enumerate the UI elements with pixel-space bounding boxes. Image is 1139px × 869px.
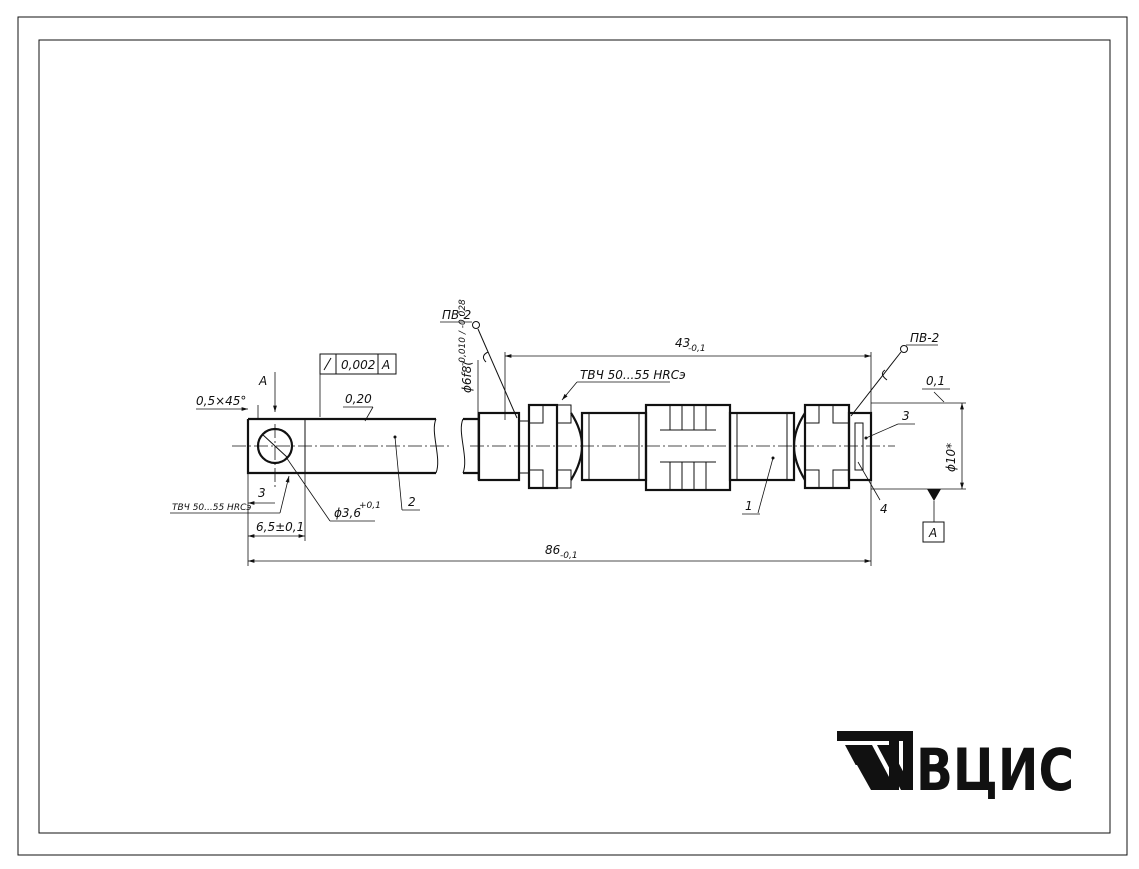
hardening-left-label: ТВЧ 50...55 HRCэ bbox=[172, 503, 251, 513]
outer-frame bbox=[17, 16, 1128, 856]
runout-label: 0,1 bbox=[926, 374, 945, 388]
dim-65-label: 6,5±0,1 bbox=[256, 520, 304, 534]
dia-36-label: ϕ3,6 bbox=[334, 506, 361, 520]
hardening-top-label: ТВЧ 50...55 HRCэ bbox=[580, 368, 686, 382]
dia-36-tol: +0,1 bbox=[359, 501, 381, 511]
part-4-label: 4 bbox=[880, 502, 888, 516]
datum-top-label: A bbox=[258, 374, 267, 388]
logo-text: ВЦИС bbox=[916, 736, 1074, 804]
parallel-tol-label: 0,002 bbox=[341, 358, 375, 372]
length-43-tol: -0,1 bbox=[688, 344, 706, 354]
dia-6-tol: -0,010 / -0,028 bbox=[458, 299, 468, 366]
logo-emblem-icon bbox=[837, 731, 913, 790]
length-86-label: 86 bbox=[545, 543, 561, 557]
flat-dim-label: 0,20 bbox=[345, 392, 372, 406]
datum-triangle bbox=[927, 489, 941, 501]
part-2-label: 2 bbox=[408, 495, 416, 509]
weld-right-label: ПВ-2 bbox=[910, 331, 939, 345]
chamfer-label: 0,5×45° bbox=[196, 394, 246, 408]
part-1-label: 1 bbox=[745, 499, 753, 513]
weld-left-label: ПВ-2 bbox=[442, 308, 471, 322]
rod-part-2 bbox=[232, 417, 450, 490]
parallel-datum-label: A bbox=[381, 358, 390, 372]
dia-10-label: ϕ10* bbox=[944, 443, 958, 472]
dia-6-label: ϕ6f8( bbox=[460, 360, 474, 393]
part-3-label: 3 bbox=[902, 409, 910, 423]
rod-break-right bbox=[460, 417, 480, 475]
dim-3-label: 3 bbox=[258, 486, 266, 500]
length-43-label: 43 bbox=[675, 336, 690, 350]
sleeve-part-1 bbox=[470, 403, 895, 492]
vtsis-logo: ВЦИС bbox=[837, 731, 1074, 804]
length-86-tol: -0,1 bbox=[560, 551, 578, 561]
inner-frame bbox=[38, 39, 1111, 834]
datum-box-label: A bbox=[928, 526, 937, 540]
